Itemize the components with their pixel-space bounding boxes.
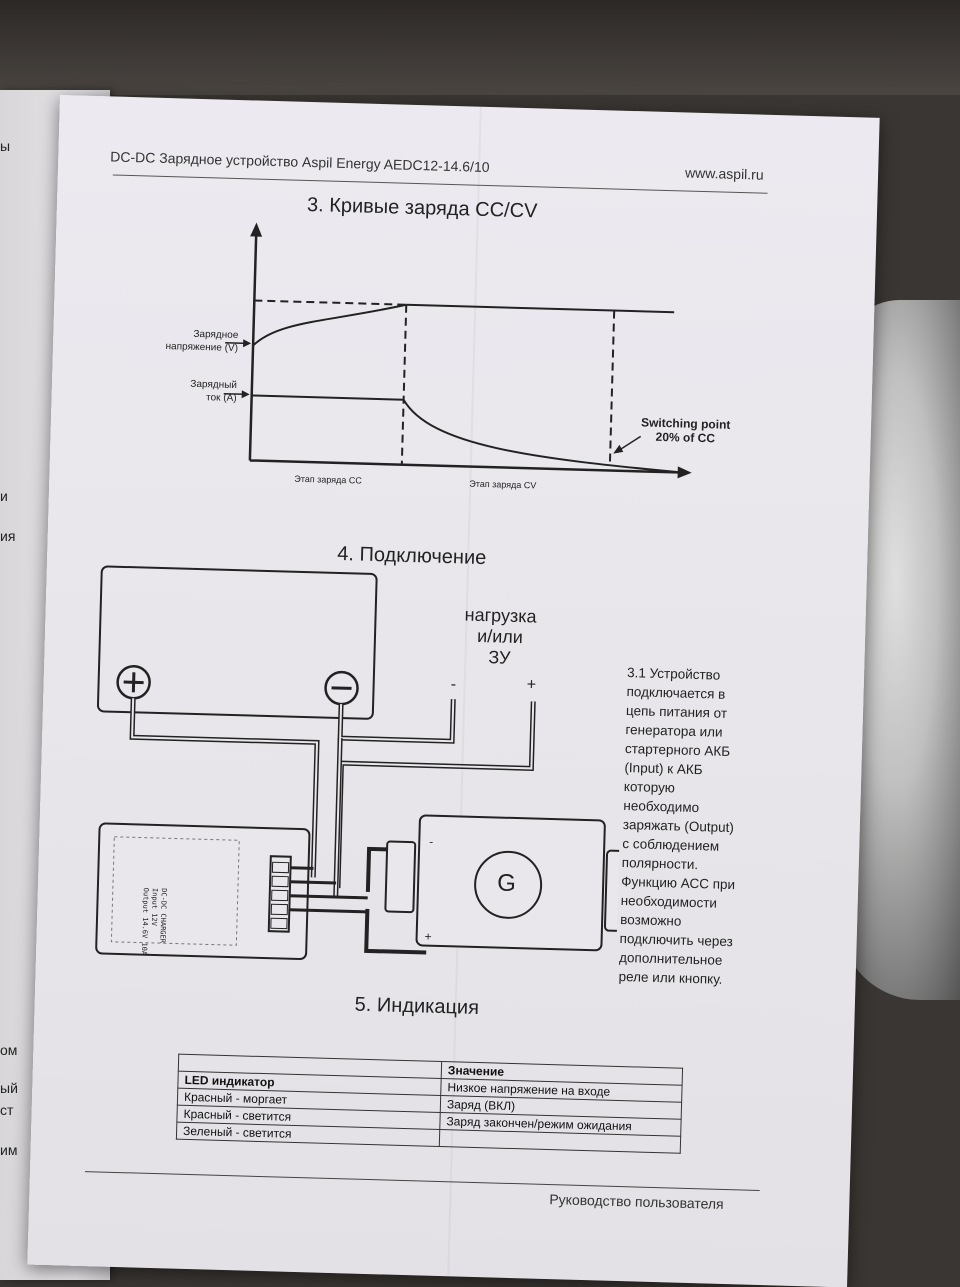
left-fragment: ый [0, 1080, 18, 1096]
generator-connector [384, 840, 417, 914]
header-url: www.aspil.ru [684, 164, 764, 183]
wire-generator-plus [364, 908, 427, 955]
voltage-dashed-line [254, 299, 407, 306]
load-label-line: ЗУ [488, 647, 511, 668]
wire-battery-minus-inner [339, 699, 455, 743]
wire-minus-drop-inner [334, 738, 342, 899]
voltage-axis-label: Зарядное напряжение (V) [138, 326, 239, 355]
wire-generator-minus [365, 846, 388, 892]
voltage-curve [252, 303, 407, 347]
connection-diagram: - + [95, 565, 627, 961]
generator-minus-mark: - [429, 835, 433, 849]
battery-box [96, 565, 378, 720]
load-label-line: и/или [476, 625, 524, 648]
left-fragment: ия [0, 528, 16, 544]
x-axis-arrow [677, 466, 692, 479]
footer-divider [84, 1171, 760, 1191]
switching-divider [608, 310, 616, 466]
load-label: нагрузка и/или ЗУ [454, 604, 546, 669]
pcb-label-line: DC-DC CHARGER [158, 888, 168, 944]
voltage-label-line: Зарядное [193, 328, 239, 342]
switching-point-label: Switching point 20% of CC [641, 415, 731, 445]
charger-pcb [95, 822, 311, 961]
section-4-title: 4. Подключение [336, 542, 487, 570]
left-fragment: ст [0, 1102, 14, 1118]
description-line: реле или кнопку. [618, 968, 723, 987]
voltage-label-line: напряжение (V) [165, 341, 239, 355]
pcb-label-line: Input 12V [149, 887, 159, 926]
pcb-inner [110, 836, 240, 946]
load-plus-label: + [526, 676, 537, 694]
footer-text: Руководство пользователя [549, 1191, 724, 1212]
current-flat-line [251, 394, 404, 401]
generator-symbol [474, 850, 543, 919]
connection-description: 3.1 Устройство подключается в цепь питан… [618, 663, 757, 990]
voltage-label-arrowhead [243, 339, 252, 348]
wire-pcb-out [289, 866, 368, 914]
load-label-line: нагрузка [464, 604, 537, 627]
generator-plus-mark: + [424, 930, 431, 944]
section-3-title: 3. Кривые заряда CC/CV [306, 193, 538, 223]
y-axis-arrow [250, 222, 263, 237]
voltage-flat-line [406, 303, 675, 314]
section-5-title: 5. Индикация [354, 993, 480, 1020]
cc-cv-divider [400, 304, 408, 465]
pcb-label: DC-DC CHARGER Input 12V Output 14.6V 10A [139, 888, 168, 956]
manual-page: DC-DC Зарядное устройство Aspil Energy A… [27, 95, 880, 1287]
current-decay-curve [402, 399, 682, 474]
current-label-line: Зарядный [190, 378, 238, 392]
left-fragment: и [0, 488, 8, 504]
header-title: DC-DC Зарядное устройство Aspil Energy A… [110, 148, 490, 176]
stage-cv-label: Этап заряда CV [469, 478, 537, 491]
switching-arrow [617, 435, 642, 452]
header-divider [112, 174, 768, 194]
background-top [0, 0, 960, 95]
stage-cc-label: Этап заряда CC [294, 473, 363, 486]
switching-line: Switching point [640, 415, 731, 432]
current-label-arrowhead [241, 390, 250, 399]
led-indicator-table: Значение LED индикатор Низкое напряжение… [176, 1054, 683, 1154]
left-fragment: ом [0, 1042, 18, 1058]
left-fragment: ы [0, 138, 11, 154]
current-axis-label: Зарядный ток (A) [136, 376, 237, 405]
switching-arrowhead [613, 444, 624, 454]
current-label-line: ток (A) [205, 392, 237, 405]
switching-line: 20% of CC [655, 429, 716, 446]
load-minus-label: - [450, 676, 457, 694]
wire-battery-plus-inner [131, 698, 319, 878]
generator-letter: G [496, 869, 517, 898]
x-axis [249, 459, 682, 474]
left-fragment: им [0, 1142, 18, 1158]
cccv-chart [223, 222, 692, 479]
pcb-label-line: Output 14.6V 10A [140, 887, 150, 956]
